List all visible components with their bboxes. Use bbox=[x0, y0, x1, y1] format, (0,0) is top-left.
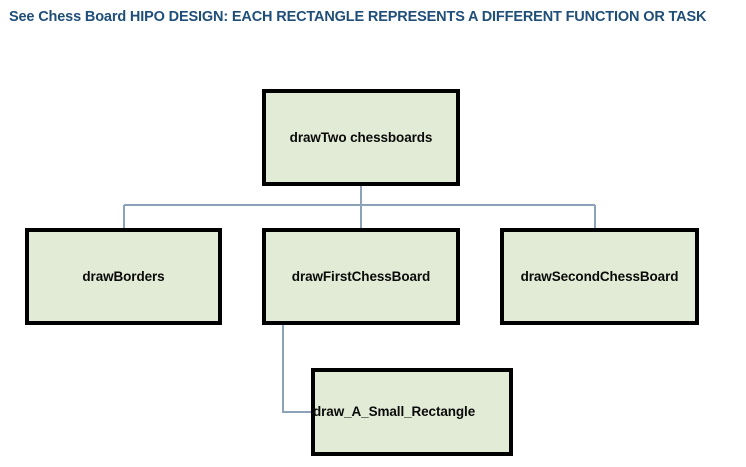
node-label: drawSecondChessBoard bbox=[520, 268, 679, 284]
connector-to-draw-a-small-rectangle bbox=[282, 325, 313, 413]
node-label: draw_A_Small_Rectangle bbox=[313, 404, 476, 420]
node-draw-a-small-rectangle[interactable]: draw_A_Small_Rectangle bbox=[311, 368, 513, 456]
node-draw-borders[interactable]: drawBorders bbox=[25, 228, 222, 325]
node-label: drawTwo chessboards bbox=[289, 129, 433, 145]
node-draw-first-chess-board[interactable]: drawFirstChessBoard bbox=[262, 228, 460, 325]
node-label: drawFirstChessBoard bbox=[291, 268, 431, 284]
node-draw-two-chessboards[interactable]: drawTwo chessboards bbox=[262, 89, 460, 186]
node-label: drawBorders bbox=[82, 268, 165, 284]
page-title: See Chess Board HIPO DESIGN: EACH RECTAN… bbox=[9, 9, 707, 25]
node-draw-second-chess-board[interactable]: drawSecondChessBoard bbox=[500, 228, 699, 325]
